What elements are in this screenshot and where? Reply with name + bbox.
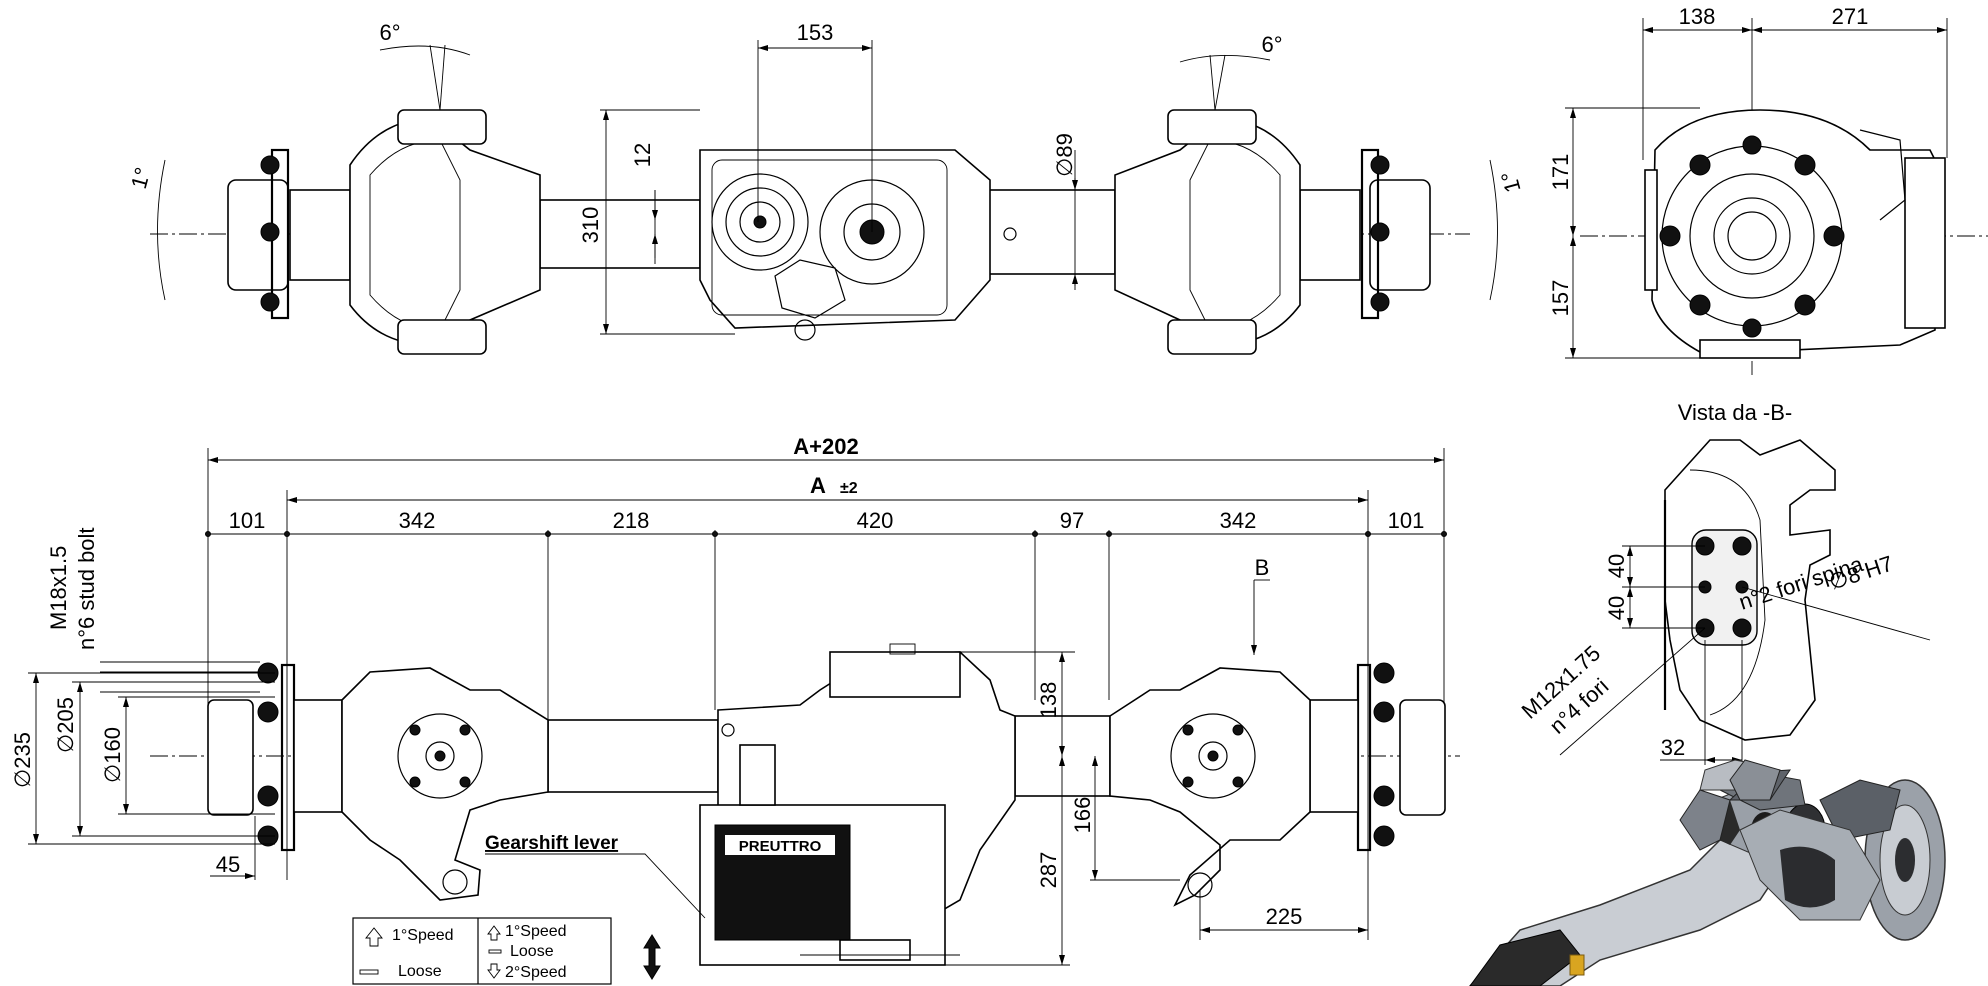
dim-171: 171 (1548, 154, 1573, 191)
dim-225: 225 (1266, 904, 1303, 929)
angle-6-right: 6° (1261, 32, 1282, 57)
top-view: 153 310 12 ∅89 6° 6° 1° 1° (126, 20, 1526, 355)
dim-310: 310 (578, 207, 603, 244)
bolt-spec-line1: M18x1.5 (46, 546, 71, 630)
detail-b-title: Vista da -B- (1678, 400, 1793, 425)
dim-153: 153 (797, 20, 834, 45)
detail-dim-40b: 40 (1604, 596, 1629, 620)
dim-271: 271 (1832, 4, 1869, 29)
seg-101-left: 101 (229, 508, 266, 533)
gearbox-front: PREUTTRO (699, 643, 1016, 966)
dia-205: ∅205 (53, 697, 78, 753)
legend-left-loose: Loose (398, 963, 442, 980)
dim-a-tolerance: ±2 (840, 480, 858, 497)
bolt-spec-line2: n°6 stud bolt (74, 527, 99, 650)
front-view: A+202 A ±2 101 342 218 420 97 342 101 (10, 434, 1460, 985)
dim-287: 287 (1036, 852, 1061, 889)
tilt-1-left: 1° (126, 165, 156, 192)
dim-a: A (810, 473, 826, 498)
tilt-1-right: 1° (1496, 169, 1526, 196)
angle-6-left: 6° (379, 20, 400, 45)
detail-view-b: Vista da -B- 40 40 32 ∅8 H7 n°2 fori spi… (1517, 400, 1931, 765)
seg-101-right: 101 (1388, 508, 1425, 533)
detail-dim-40a: 40 (1604, 554, 1629, 578)
dim-157: 157 (1548, 280, 1573, 317)
right-wheel-hub-top (1114, 109, 1431, 355)
dim-138-top: 138 (1679, 4, 1716, 29)
right-wheel-hub-front (1109, 662, 1446, 907)
left-wheel-hub-front (207, 662, 549, 901)
legend-right-speed2: 2°Speed (505, 964, 567, 981)
dim-166: 166 (1070, 797, 1095, 834)
legend-right-loose: Loose (510, 943, 554, 960)
dia-235: ∅235 (10, 732, 35, 788)
dim-12: 12 (630, 143, 655, 167)
dim-138-front: 138 (1036, 682, 1061, 719)
view-b-marker: B (1255, 555, 1270, 580)
dia-160: ∅160 (100, 727, 125, 783)
seg-342-right: 342 (1220, 508, 1257, 533)
shift-legend: 1°Speed Loose 1°Speed Loose 2°Speed (352, 917, 661, 985)
gearbox-brand: PREUTTRO (739, 838, 822, 855)
left-wheel-hub-top (227, 109, 541, 355)
seg-97: 97 (1060, 508, 1084, 533)
detail-dim-32: 32 (1661, 735, 1685, 760)
seg-342-left: 342 (399, 508, 436, 533)
seg-218: 218 (613, 508, 650, 533)
dim-d89: ∅89 (1052, 133, 1077, 177)
seg-420: 420 (857, 508, 894, 533)
gearshift-lever-label: Gearshift lever (485, 833, 619, 854)
axle-3d-render (1468, 759, 1946, 986)
legend-right-speed1: 1°Speed (505, 923, 567, 940)
dim-a-plus-202: A+202 (793, 434, 858, 459)
legend-left-speed1: 1°Speed (392, 927, 454, 944)
dim-45: 45 (216, 852, 240, 877)
side-view: 138 271 171 157 (1548, 4, 1988, 375)
